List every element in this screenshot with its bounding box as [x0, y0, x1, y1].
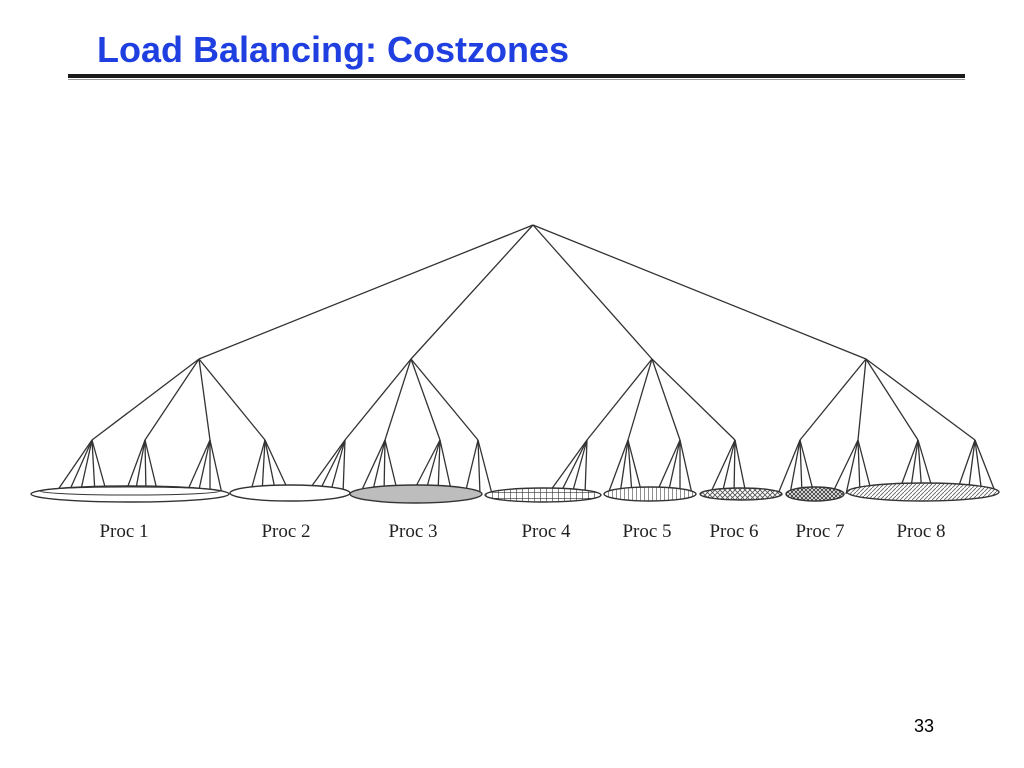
leaf-edge	[317, 439, 346, 495]
tree-edge	[651, 358, 681, 441]
leaf-edge	[679, 439, 693, 495]
tree-edge	[198, 224, 534, 360]
leaf-edge	[383, 439, 386, 495]
leaf-edge	[79, 439, 93, 495]
leaf-edge	[584, 439, 588, 495]
leaf-edge	[627, 439, 633, 495]
leaf-edge	[464, 439, 479, 495]
leaf-edge	[789, 439, 801, 495]
leaf-edge	[209, 439, 223, 495]
tree-edge	[532, 224, 867, 360]
leaf-edge	[185, 439, 211, 495]
leaf-edge	[734, 439, 747, 495]
leaf-edge	[91, 439, 108, 495]
leaf-edge	[124, 439, 146, 495]
leaf-edge	[857, 439, 861, 495]
leaf-edge	[709, 439, 736, 495]
leaf-edge	[144, 439, 147, 495]
leaf-edge	[249, 439, 266, 495]
proc-label: Proc 5	[622, 521, 671, 542]
tree-edge	[198, 358, 266, 441]
costzone-proc-1-inner	[39, 486, 221, 496]
tree-edge	[198, 358, 211, 441]
leaf-edge	[733, 439, 736, 495]
leaf-edge	[571, 439, 588, 495]
leaf-edge	[371, 439, 386, 495]
costzone-proc-5	[603, 486, 697, 502]
costzone-proc-6	[699, 487, 783, 501]
leaf-edge	[134, 439, 146, 495]
costzone-proc-3	[349, 484, 483, 504]
slide-title: Load Balancing: Costzones	[97, 29, 570, 70]
proc-label: Proc 7	[795, 521, 844, 542]
tree-edge	[410, 358, 441, 441]
costzone-proc-4	[484, 487, 602, 503]
tree-edge	[384, 358, 412, 441]
leaf-edge	[329, 439, 346, 495]
proc-label: Proc 1	[99, 521, 148, 542]
proc-label: Proc 2	[261, 521, 310, 542]
costzone-proc-7	[785, 486, 845, 502]
leaf-edge	[799, 439, 803, 495]
leaf-edge	[721, 439, 736, 495]
leaf-edge	[607, 439, 629, 495]
leaf-edge	[359, 439, 386, 495]
tree-edge	[857, 358, 867, 441]
leaf-edge	[974, 439, 997, 495]
leaf-edge	[144, 439, 159, 495]
leaf-edge	[777, 439, 801, 495]
leaf-edge	[799, 439, 815, 495]
proc-label: Proc 8	[896, 521, 945, 542]
leaf-edge	[477, 439, 493, 495]
leaf-edge	[439, 439, 453, 495]
page-number: 33	[914, 716, 935, 736]
tree-edge	[410, 358, 479, 441]
proc-label: Proc 3	[388, 521, 437, 542]
leaf-edge	[261, 439, 266, 495]
tree-edge	[410, 224, 534, 360]
leaf-edge	[974, 439, 983, 495]
costzone-partitions	[30, 482, 1000, 504]
leaf-edge	[655, 439, 681, 495]
leaf-edge	[831, 439, 859, 495]
tree-edge	[651, 358, 736, 441]
tree-edges	[54, 224, 997, 495]
costzone-proc-8	[846, 482, 1000, 502]
leaf-edge	[91, 439, 96, 495]
costzone-proc-2	[229, 484, 351, 502]
leaf-edge	[342, 439, 346, 495]
tree-edge	[144, 358, 200, 441]
leaf-edge	[619, 439, 629, 495]
tree-edge	[865, 358, 976, 441]
leaf-edge	[667, 439, 681, 495]
leaf-edge	[67, 439, 93, 495]
leaf-edge	[845, 439, 859, 495]
costzone-proc-1	[30, 485, 230, 503]
title-divider	[68, 74, 965, 80]
proc-label: Proc 6	[709, 521, 758, 542]
tree-edge	[91, 358, 200, 441]
leaf-edge	[54, 439, 93, 495]
tree-edge	[586, 358, 653, 441]
tree-edge	[799, 358, 867, 441]
tree-edge	[627, 358, 653, 441]
leaf-edge	[547, 439, 588, 495]
leaf-edge	[197, 439, 211, 495]
tree-edge	[865, 358, 919, 441]
tree-edge	[344, 358, 412, 441]
leaf-edge	[477, 439, 481, 495]
leaf-edge	[627, 439, 643, 495]
tree-edge	[532, 224, 653, 360]
leaf-edge	[559, 439, 588, 495]
proc-label: Proc 4	[521, 521, 571, 542]
